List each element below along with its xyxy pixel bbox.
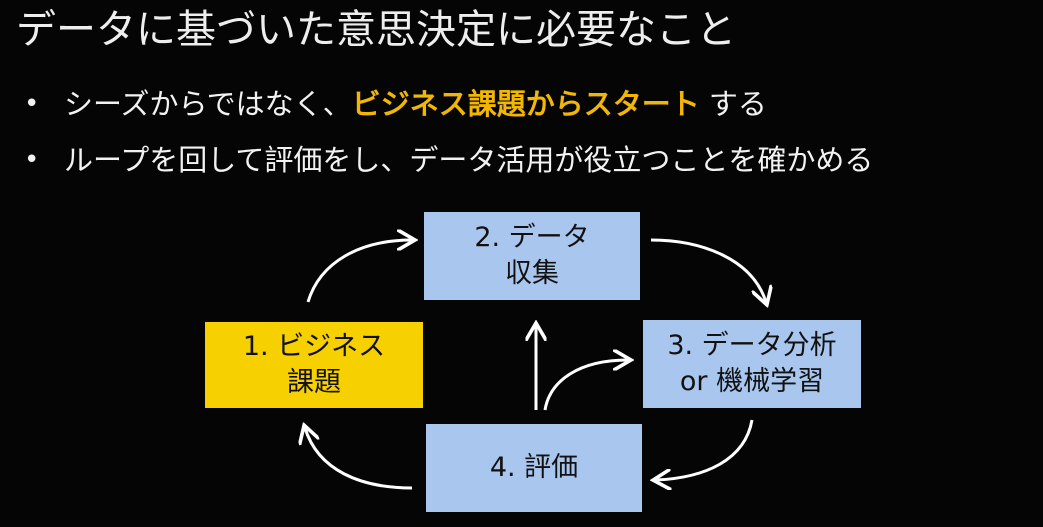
edge-evaluate-to-business <box>305 428 413 490</box>
bullet-dot: • <box>24 89 40 119</box>
bullet-list: • シーズからではなく、ビジネス課題からスタート する • ループを回して評価を… <box>14 84 873 196</box>
node-evaluation: 4. 評価 <box>426 424 642 512</box>
bullet-text: シーズからではなく、 <box>64 87 352 121</box>
edge-analyze-to-evaluate <box>656 419 754 480</box>
node-label: 4. 評価 <box>489 452 579 483</box>
node-label: 1. ビジネス 課題 <box>242 331 386 398</box>
bullet-text-after: する <box>699 87 767 121</box>
bullet-dot: • <box>24 145 40 175</box>
bullet-item-1: • シーズからではなく、ビジネス課題からスタート する <box>14 84 873 140</box>
edge-evaluate-to-analyze <box>543 360 628 411</box>
node-data-collection: 2. データ 収集 <box>424 212 640 300</box>
node-data-analysis: 3. データ分析 or 機械学習 <box>643 320 861 408</box>
slide-title: データに基づいた意思決定に必要なこと <box>16 7 736 53</box>
node-business-problem: 1. ビジネス 課題 <box>205 322 423 408</box>
node-label: 3. データ分析 or 機械学習 <box>667 330 837 397</box>
bullet-text: ループを回して評価をし、データ活用が役立つことを確かめる <box>64 143 874 177</box>
edge-business-to-collect <box>306 240 412 303</box>
node-label: 2. データ 収集 <box>474 222 590 289</box>
edge-collect-to-analyze <box>650 238 766 302</box>
bullet-item-2: • ループを回して評価をし、データ活用が役立つことを確かめる <box>14 140 873 196</box>
bullet-highlight: ビジネス課題からスタート <box>351 87 700 121</box>
